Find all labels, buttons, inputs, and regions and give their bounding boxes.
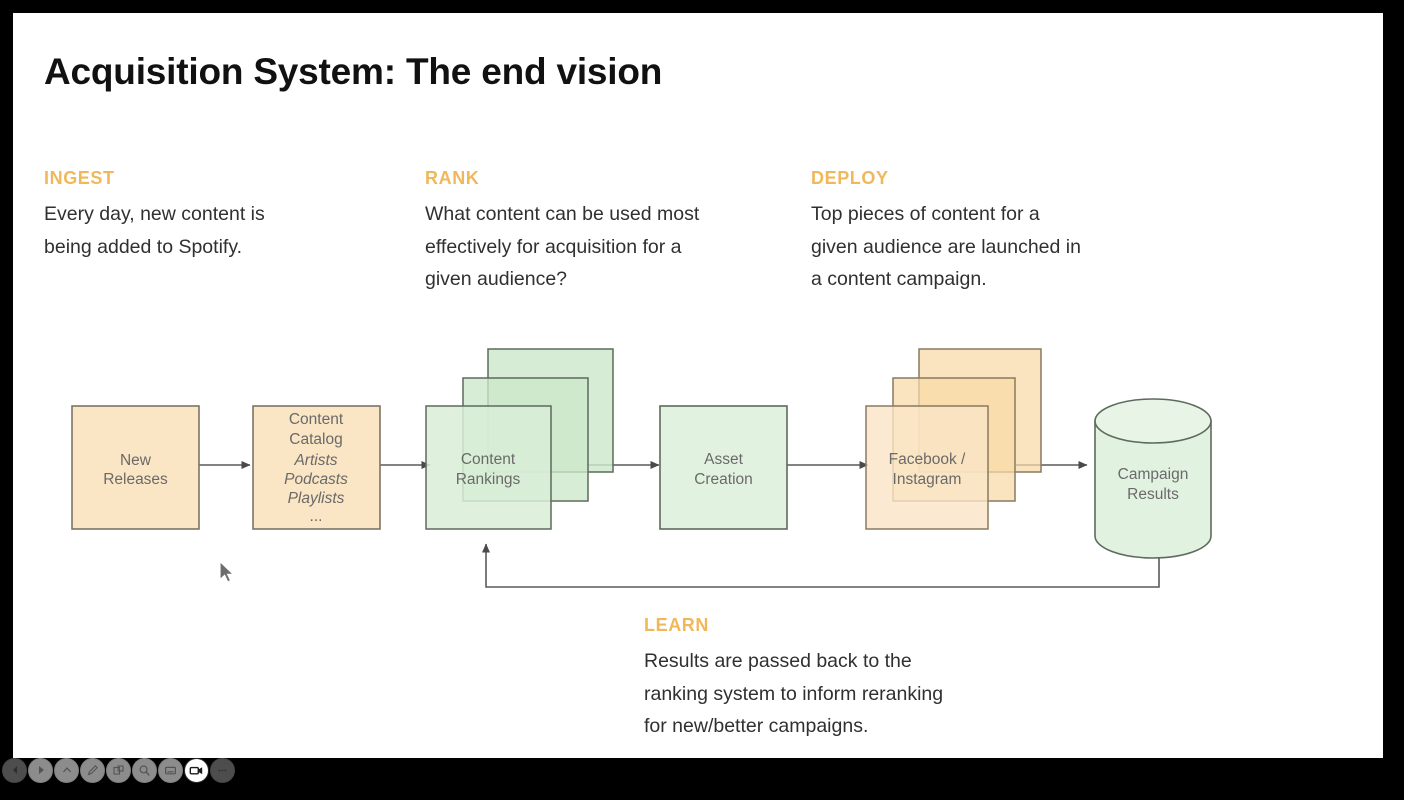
step-column-deploy: DEPLOY Top pieces of content for a given… — [811, 168, 1186, 296]
slides-icon — [113, 764, 124, 775]
step-body-deploy: Top pieces of content for a given audien… — [811, 198, 1186, 296]
step-body-rank: What content can be used most effectivel… — [425, 198, 800, 296]
step-body-line: given audience? — [425, 268, 568, 290]
node-label-ellipsis: ... — [310, 508, 323, 525]
play-icon — [38, 766, 44, 774]
diagram-node-campaign-results: Campaign Results — [1094, 398, 1212, 559]
node-label: Creation — [694, 471, 753, 488]
stack-layer-back — [918, 348, 1042, 473]
page-title: Acquisition System: The end vision — [44, 51, 663, 92]
pen-icon — [87, 764, 98, 775]
collapse-button[interactable] — [54, 757, 79, 783]
step-body-line: effectively for acquisition for a — [425, 235, 682, 258]
node-label: Catalog — [289, 431, 342, 448]
node-label: Rankings — [456, 471, 521, 488]
node-label: Facebook / — [889, 451, 966, 468]
feedback-loop-path — [482, 537, 1160, 588]
slides-button[interactable] — [106, 757, 131, 783]
record-video-button[interactable] — [184, 757, 209, 783]
annotate-button[interactable] — [80, 757, 105, 783]
step-body-line: What content can be used most — [425, 203, 700, 225]
diagram-connectors — [199, 461, 1160, 588]
diagram-node-new-releases: New Releases — [71, 405, 200, 530]
step-heading-rank: RANK — [425, 168, 480, 188]
step-body-ingest: Every day, new content is being added to… — [44, 198, 404, 263]
present-button[interactable] — [158, 757, 183, 783]
node-label-italic: Playlists — [288, 490, 345, 507]
previous-icon — [12, 766, 17, 774]
step-column-learn: LEARN Results are passed back to the ran… — [644, 615, 1064, 743]
chevron-up-icon — [62, 767, 71, 773]
step-body-learn: Results are passed back to the ranking s… — [644, 645, 1064, 743]
more-options-button[interactable] — [210, 757, 235, 783]
step-body-line: ranking system to inform reranking — [644, 682, 944, 705]
node-label: Results — [1127, 486, 1179, 503]
step-body-line: given audience are launched in — [811, 235, 1081, 258]
search-icon — [139, 764, 150, 776]
stack-layer-front — [865, 405, 989, 530]
step-body-line: being added to Spotify. — [44, 235, 243, 258]
diagram-node-content-rankings: Content Rankings — [425, 348, 614, 530]
node-label: New — [120, 452, 152, 469]
diagram-node-content-catalog: Content Catalog Artists Podcasts Playlis… — [252, 405, 381, 530]
stack-layer-middle — [892, 377, 1016, 502]
stack-layer-middle — [462, 377, 589, 502]
step-column-ingest: INGEST Every day, new content is being a… — [44, 168, 404, 263]
step-heading-deploy: DEPLOY — [811, 168, 889, 188]
node-label: Instagram — [893, 471, 962, 488]
node-label: Content — [461, 451, 516, 468]
slide-surface: Acquisition System: The end vision INGES… — [13, 13, 1383, 758]
step-column-rank: RANK What content can be used most effec… — [425, 168, 800, 296]
step-body-line: Every day, new content is — [44, 203, 265, 225]
diagram-node-asset-creation: Asset Creation — [659, 405, 788, 530]
more-icon — [218, 769, 227, 771]
zoom-button[interactable] — [132, 757, 157, 783]
step-body-line: Top pieces of content for a — [811, 203, 1040, 225]
node-label: Asset — [704, 451, 743, 468]
diagram-node-facebook-instagram: Facebook / Instagram — [865, 348, 1042, 530]
step-body-line: a content campaign. — [811, 268, 987, 290]
step-heading-ingest: INGEST — [44, 168, 115, 188]
step-body-line: for new/better campaigns. — [644, 715, 869, 737]
video-camera-icon — [189, 766, 203, 774]
step-heading-learn: LEARN — [644, 615, 709, 635]
mouse-pointer — [219, 560, 236, 583]
step-body-line: Results are passed back to the — [644, 650, 912, 672]
node-label-italic: Artists — [293, 452, 337, 469]
stack-layer-back — [487, 348, 614, 473]
stack-layer-front — [425, 405, 552, 530]
node-label: Campaign — [1118, 466, 1189, 483]
screen-icon — [165, 766, 177, 774]
previous-slide-button[interactable] — [2, 757, 27, 783]
presentation-toolbar[interactable] — [0, 756, 235, 784]
play-button[interactable] — [28, 757, 53, 783]
node-label-italic: Podcasts — [284, 471, 348, 488]
node-label: Content — [289, 411, 344, 428]
node-label: Releases — [103, 471, 168, 488]
